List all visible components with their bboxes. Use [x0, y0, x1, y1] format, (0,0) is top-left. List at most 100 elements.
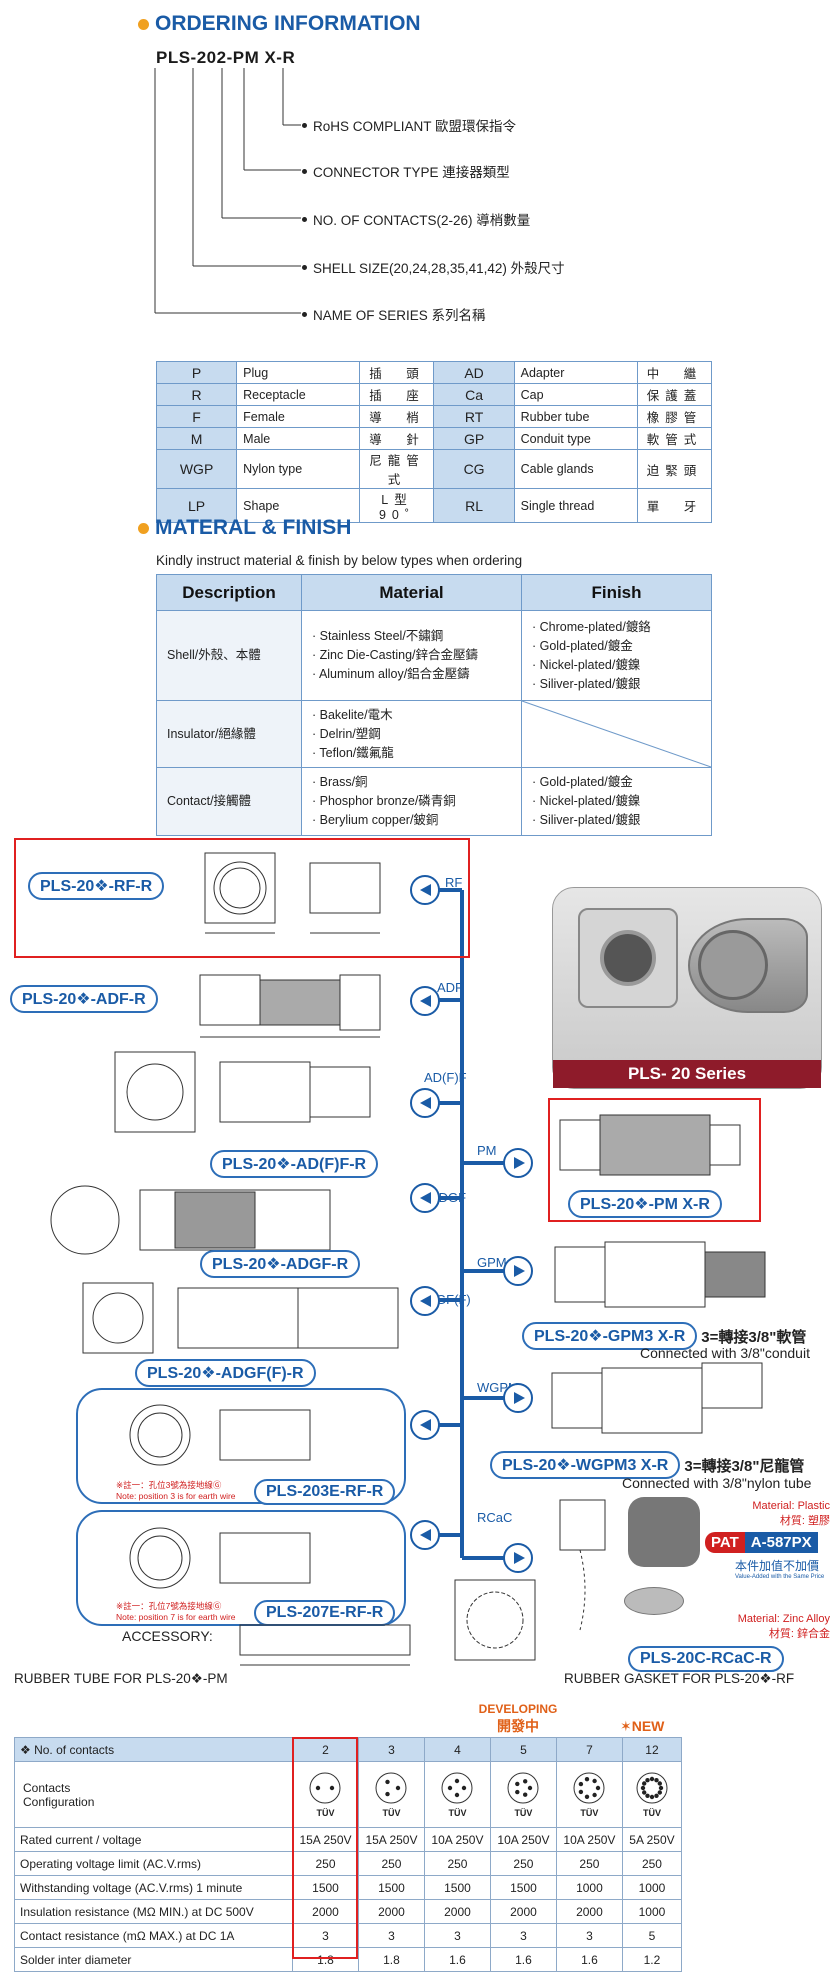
value-added: 本件加值不加價 Value-Added with the Same Price: [735, 1557, 824, 1580]
material-row-material: · Brass/銅· Phosphor bronze/磷青銅· Berylium…: [301, 767, 522, 836]
material-list-item: · Brass/銅: [312, 775, 368, 789]
material-intro: Kindly instruct material & finish by bel…: [156, 553, 523, 568]
material-row-finish: · Gold-plated/鍍金· Nickel-plated/鍍鎳· Sili…: [521, 767, 712, 836]
material-row-desc: Contact/接觸體: [156, 767, 302, 836]
branch-label-adff: AD(F)F: [424, 1070, 467, 1085]
code-cell: 軟管式: [636, 427, 713, 450]
code-cell: F: [155, 405, 238, 428]
code-cell: CG: [433, 449, 515, 489]
arrow-left-icon: [410, 1183, 440, 1213]
note-207-cn: ※註一：孔位7號為接地線Ⓖ: [116, 1601, 222, 1611]
arrow-right-icon: [503, 1383, 533, 1413]
tuv-ul-icon: TÜV: [580, 1808, 599, 1818]
code-cell: Ca: [433, 383, 515, 406]
rf-technical-drawing: [204, 852, 381, 934]
specs-value: 1.8: [292, 1947, 359, 1972]
tuv-ul-icon: TÜV: [382, 1808, 401, 1818]
material-plastic-en: Material: Plastic: [752, 1500, 830, 1512]
patent-badge: PAT A-587PX: [705, 1532, 818, 1553]
specs-value: 1000: [621, 1875, 683, 1900]
contact-count: 3: [357, 1737, 425, 1762]
bullet-icon: [138, 18, 149, 30]
specs-row: Withstanding voltage (AC.V.rms) 1 minute…: [14, 1875, 683, 1900]
material-zinc: Material: Zinc Alloy 材質: 鋅合金: [720, 1613, 830, 1641]
material-list-item: · Phosphor bronze/磷青銅: [312, 794, 456, 808]
material-title: MATERAL & FINISH: [138, 516, 351, 540]
tuv-ul-icon: TÜV: [642, 1808, 661, 1818]
rubber-tube-label: RUBBER TUBE FOR PLS-20❖-PM: [14, 1671, 228, 1686]
specs-value: 3: [357, 1923, 425, 1948]
rubber-gasket-drawing: [454, 1579, 536, 1661]
receptacle-image: [578, 908, 678, 1008]
branch-label-rf: RF: [445, 875, 463, 890]
bullet-icon: [138, 522, 149, 534]
specs-value: 5: [621, 1923, 683, 1948]
code-cell: Rubber tube: [513, 405, 638, 428]
patent-number: A-587PX: [744, 1532, 818, 1553]
specs-value: 250: [423, 1851, 491, 1876]
pin-config-cell: TÜV: [292, 1761, 359, 1828]
contact-count: 7: [555, 1737, 623, 1762]
material-list-item: · Teflon/鐵氟龍: [312, 745, 394, 760]
pin-config-cell: TÜV: [621, 1761, 683, 1828]
code-cell: GP: [433, 427, 515, 450]
specs-value: 10A 250V: [555, 1827, 623, 1852]
part-label-rcac: PLS-20C-RCaC-R: [628, 1646, 784, 1672]
code-cell: L型90˚: [359, 488, 435, 523]
material-list-item: · Aluminum alloy/鋁合金壓鑄: [312, 667, 470, 681]
pin-config-cell: TÜV: [555, 1761, 623, 1828]
specs-row: Operating voltage limit (AC.V.rms) 250 250…: [14, 1851, 683, 1876]
ordering-line-connector-type: CONNECTOR TYPE 連接器類型: [302, 161, 510, 181]
wgpm-technical-drawing: [551, 1362, 763, 1434]
code-cell: 橡膠管: [636, 405, 713, 428]
code-cell: Male: [236, 427, 361, 450]
specs-value: 5A 250V: [621, 1827, 683, 1852]
arrow-left-icon: [410, 1286, 440, 1316]
specs-value: 250: [555, 1851, 623, 1876]
ordering-title-text: ORDERING INFORMATION: [155, 12, 421, 35]
code-cell: Female: [236, 405, 361, 428]
part-label-203e: PLS-203E-RF-R: [254, 1479, 396, 1505]
ordering-title: ORDERING INFORMATION: [138, 12, 421, 36]
code-cell: Nylon type: [236, 449, 361, 489]
code-cell: 單 牙: [636, 488, 713, 523]
ordering-line-series: NAME OF SERIES 系列名稱: [302, 304, 486, 324]
group-203e: [76, 1388, 406, 1504]
pin-config-cell: TÜV: [423, 1761, 491, 1828]
203e-technical-drawing: [129, 1404, 311, 1466]
code-cell: 導 梢: [359, 405, 435, 428]
material-list-item: · Siliver-plated/鍍銀: [532, 813, 641, 827]
contact-count: 12: [621, 1737, 683, 1762]
specs-value: 2000: [423, 1899, 491, 1924]
arrow-right-icon: [503, 1543, 533, 1573]
arrow-left-icon: [410, 1520, 440, 1550]
code-cell: Receptacle: [236, 383, 361, 406]
specs-value: 1.6: [423, 1947, 491, 1972]
material-header-description: Description: [156, 574, 302, 611]
code-cell: WGP: [155, 449, 238, 489]
part-label-gpm: PLS-20❖-GPM3 X-R: [522, 1322, 698, 1350]
value-added-en: Value-Added with the Same Price: [735, 1574, 825, 1580]
gpm-row: PLS-20❖-GPM3 X-R 3=轉接3/8"軟管: [522, 1322, 806, 1350]
rubber-gasket-label: RUBBER GASKET FOR PLS-20❖-RF: [564, 1671, 795, 1686]
arrow-right-icon: [503, 1148, 533, 1178]
code-cell: M: [155, 427, 238, 450]
config-label-line1: Contacts: [23, 1780, 71, 1795]
developing-label: DEVELOPING 開發中: [478, 1702, 558, 1736]
code-cell: Shape: [236, 488, 361, 523]
ordering-line-text: CONNECTOR TYPE 連接器類型: [313, 165, 510, 180]
note-203: ※註一：孔位3號為接地線Ⓖ Note: position 3 is for ea…: [116, 1479, 236, 1501]
material-list-item: · Delrin/塑鋼: [312, 726, 381, 741]
material-header-finish: Finish: [521, 574, 712, 611]
code-cell: 保護蓋: [636, 383, 713, 406]
specs-row-label: Operating voltage limit (AC.V.rms): [14, 1851, 293, 1876]
material-list-item: · Gold-plated/鍍金: [532, 775, 633, 789]
arrow-left-icon: [410, 986, 440, 1016]
